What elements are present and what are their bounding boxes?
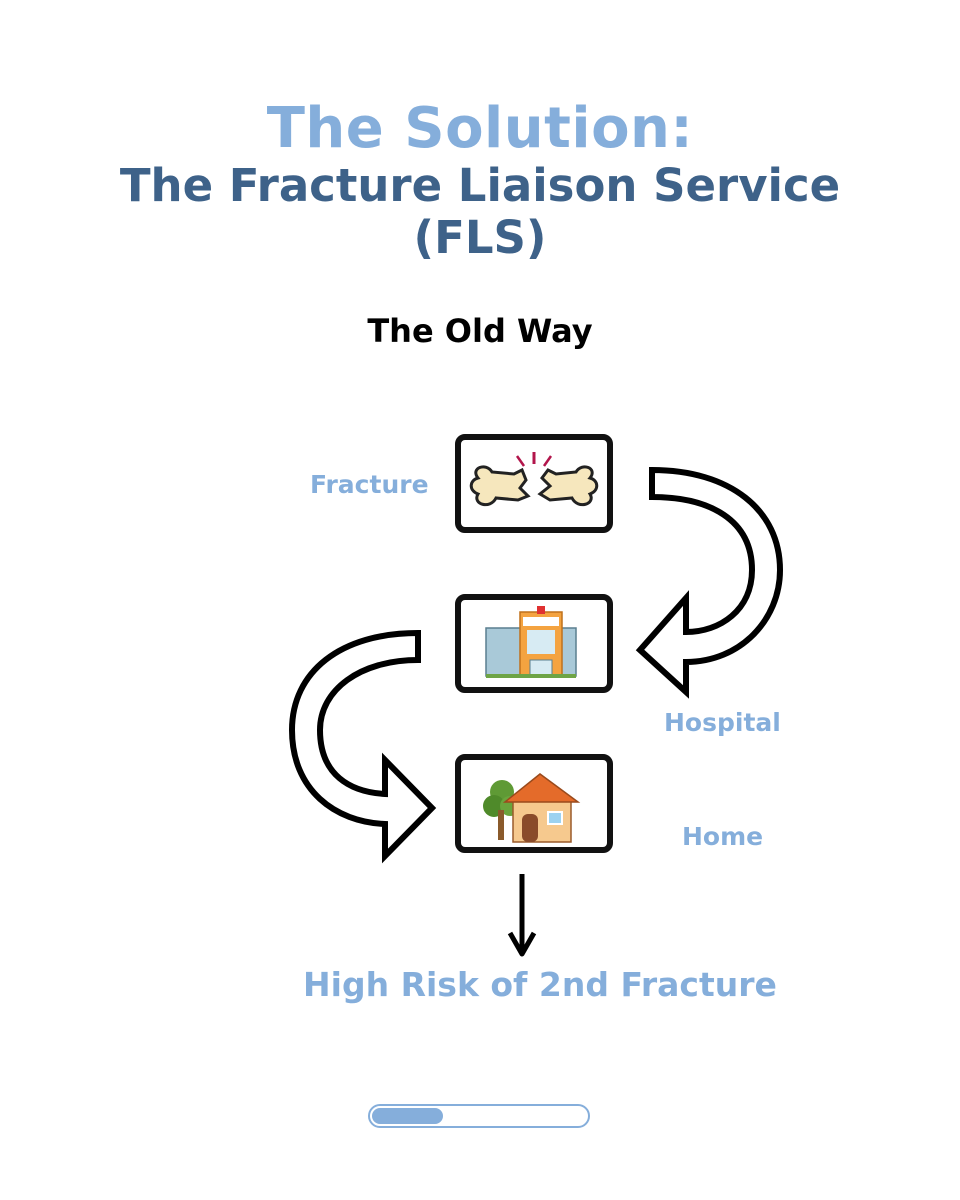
title-line-2-3: The Fracture Liaison Service (FLS) — [0, 160, 960, 264]
house-icon — [483, 773, 581, 843]
arrow-hospital-to-home — [288, 629, 437, 864]
progress-bar — [368, 1104, 590, 1128]
outcome-label: High Risk of 2nd Fracture — [303, 965, 777, 1004]
broken-bone-icon — [469, 452, 599, 507]
step-label-hospital: Hospital — [664, 708, 781, 737]
step-label-fracture: Fracture — [310, 470, 429, 499]
progress-fill — [372, 1108, 443, 1124]
step-label-home: Home — [682, 822, 764, 851]
arrow-to-outcome-head — [507, 931, 537, 957]
fracture-box — [455, 434, 613, 533]
title-line-3: (FLS) — [413, 211, 547, 264]
section-subtitle: The Old Way — [367, 312, 593, 350]
title-line-1: The Solution: — [266, 96, 694, 161]
title-line-2: The Fracture Liaison Service — [119, 159, 841, 212]
hospital-icon — [485, 606, 577, 678]
arrow-fracture-to-hospital — [635, 466, 784, 699]
